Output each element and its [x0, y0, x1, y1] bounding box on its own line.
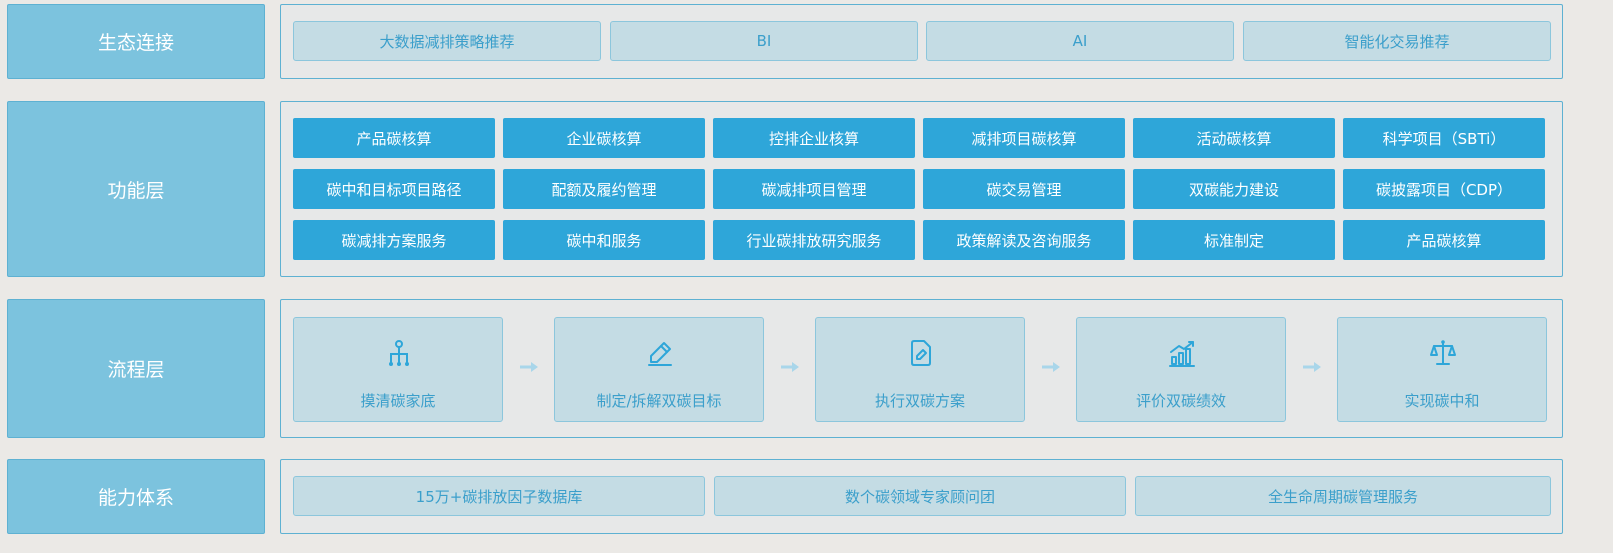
ecosystem-item: 大数据减排策略推荐 — [293, 21, 601, 61]
ecosystem-row: 生态连接 大数据减排策略推荐 BI AI 智能化交易推荐 — [7, 4, 1607, 79]
process-step: 制定/拆解双碳目标 — [554, 317, 764, 422]
process-step-label: 执行双碳方案 — [874, 392, 965, 410]
arrow-right-icon — [1042, 362, 1060, 372]
process-step: 评价双碳绩效 — [1076, 317, 1286, 422]
arrow-right-icon — [520, 362, 538, 372]
function-item: 产品碳核算 — [293, 118, 495, 158]
ecosystem-item: AI — [926, 21, 1234, 61]
capability-panel: 15万+碳排放因子数据库 数个碳领域专家顾问团 全生命周期碳管理服务 — [280, 459, 1563, 534]
row-label-process: 流程层 — [7, 299, 265, 438]
bar-chart-icon — [1169, 341, 1195, 367]
arrow-right-icon — [781, 362, 799, 372]
ecosystem-item: 智能化交易推荐 — [1243, 21, 1551, 61]
process-step: 摸清碳家底 — [293, 317, 503, 422]
function-item: 碳减排方案服务 — [293, 220, 495, 260]
arrow-right-icon — [1303, 362, 1321, 372]
function-item: 碳交易管理 — [923, 169, 1125, 209]
process-step-label: 摸清碳家底 — [360, 392, 436, 410]
process-row: 流程层 摸清碳家底 — [7, 299, 1607, 438]
row-label-ecosystem: 生态连接 — [7, 4, 265, 79]
function-row: 功能层 产品碳核算 企业碳核算 控排企业核算 减排项目碳核算 活动碳核算 科学项… — [7, 101, 1607, 277]
function-item: 碳中和目标项目路径 — [293, 169, 495, 209]
function-item: 产品碳核算 — [1343, 220, 1545, 260]
function-item: 控排企业核算 — [713, 118, 915, 158]
hierarchy-icon — [389, 340, 409, 366]
function-item: 行业碳排放研究服务 — [713, 220, 915, 260]
function-item: 标准制定 — [1133, 220, 1335, 260]
process-panel: 摸清碳家底 制定/拆解双碳目标 — [280, 299, 1563, 438]
pencil-icon — [648, 342, 672, 366]
ecosystem-item: BI — [610, 21, 918, 61]
capability-item: 15万+碳排放因子数据库 — [293, 476, 705, 516]
function-item: 企业碳核算 — [503, 118, 705, 158]
capability-item: 全生命周期碳管理服务 — [1135, 476, 1551, 516]
process-step-label: 评价双碳绩效 — [1135, 392, 1226, 410]
process-step-label: 制定/拆解双碳目标 — [596, 392, 722, 410]
capability-row: 能力体系 15万+碳排放因子数据库 数个碳领域专家顾问团 全生命周期碳管理服务 — [7, 459, 1607, 534]
function-item: 科学项目（SBTi） — [1343, 118, 1545, 158]
process-step: 执行双碳方案 — [815, 317, 1025, 422]
function-item: 政策解读及咨询服务 — [923, 220, 1125, 260]
capability-item: 数个碳领域专家顾问团 — [714, 476, 1126, 516]
process-step-label: 实现碳中和 — [1404, 392, 1480, 410]
function-item: 碳中和服务 — [503, 220, 705, 260]
function-item: 碳减排项目管理 — [713, 169, 915, 209]
function-panel: 产品碳核算 企业碳核算 控排企业核算 减排项目碳核算 活动碳核算 科学项目（SB… — [280, 101, 1563, 277]
process-step: 实现碳中和 — [1337, 317, 1547, 422]
function-item: 碳披露项目（CDP） — [1343, 169, 1545, 209]
function-item: 配额及履约管理 — [503, 169, 705, 209]
balance-scale-icon — [1430, 340, 1456, 365]
row-label-function: 功能层 — [7, 101, 265, 277]
function-item: 减排项目碳核算 — [923, 118, 1125, 158]
function-item: 活动碳核算 — [1133, 118, 1335, 158]
ecosystem-panel: 大数据减排策略推荐 BI AI 智能化交易推荐 — [280, 4, 1563, 79]
row-label-capability: 能力体系 — [7, 459, 265, 534]
document-edit-icon — [911, 340, 931, 366]
function-item: 双碳能力建设 — [1133, 169, 1335, 209]
